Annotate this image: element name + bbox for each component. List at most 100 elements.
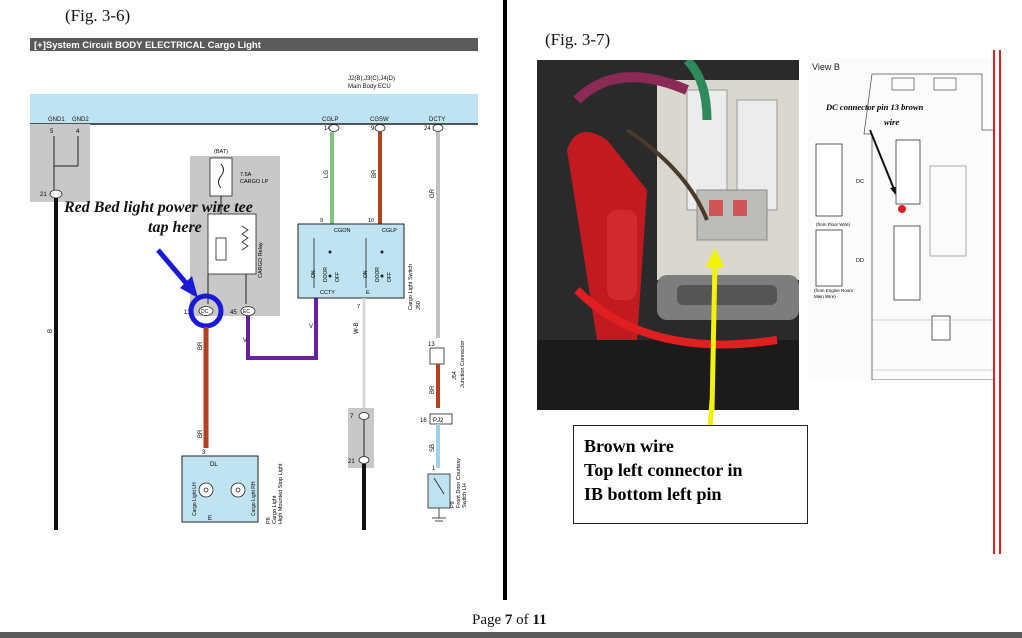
tee-tap-annotation-1: Red Bed light power wire tee (63, 199, 253, 216)
pin5: 5 (50, 129, 54, 135)
wb-pin7: 7 (357, 304, 360, 310)
view-b-annot-1: DC connector pin 13 brown (825, 102, 924, 112)
j54-name: Junction Connector (460, 340, 466, 388)
fuse-name: CARGO LP (240, 179, 269, 185)
light-lh: Cargo Light LH (192, 482, 198, 516)
pin7-g: 7 (350, 414, 354, 420)
pin14b: 14 (324, 126, 331, 132)
cgon-label: CGON (334, 228, 351, 234)
p9-name-1: Front Door Courtesy (456, 458, 462, 508)
relay-label: CARGO Relay (258, 242, 264, 278)
fig-3-7-label: (Fig. 3-7) (545, 30, 611, 49)
view-b-annot-2: wire (884, 117, 899, 127)
ecu-label-2: Main Body ECU (348, 84, 391, 90)
cglp2-label: CGLP (382, 228, 397, 234)
wiring-diagram: [+]System Circuit BODY ELECTRICAL Cargo … (30, 38, 478, 530)
pin-ec-label: EC (243, 309, 250, 315)
view-b-title: View B (812, 62, 840, 72)
pin13: 13 (184, 310, 191, 316)
yellow-arrow-head (705, 248, 725, 268)
p9-id: P9 (450, 501, 456, 508)
page-total: 11 (532, 612, 547, 628)
j50-label: J50 (416, 301, 422, 310)
pin24d: 24 (424, 126, 431, 132)
gr-label: GR (430, 188, 436, 198)
p8-pin3: 3 (202, 450, 206, 456)
diagram-header: [+]System Circuit BODY ELECTRICAL Cargo … (34, 40, 262, 51)
page-prefix: Page (472, 612, 505, 628)
cargo-light-switch (297, 223, 405, 299)
ccty-label: CCTY (320, 290, 335, 296)
brown-wire-annotation: Brown wire Top left connector in IB bott… (573, 425, 808, 524)
v-label-1: V (243, 338, 247, 344)
j54-box (429, 347, 445, 365)
page-of: of (512, 612, 533, 628)
annotation-line-3: IB bottom left pin (584, 484, 722, 504)
dd-connector (893, 225, 921, 301)
gnd2-label: GND2 (72, 117, 89, 123)
from-engine-2: Main Wire) (814, 294, 836, 299)
door-switch-box (427, 473, 451, 509)
connector-photo (537, 60, 799, 410)
sw-on-2: ON (363, 270, 369, 278)
annotation-line-2: Top left connector in (584, 460, 743, 480)
fig-3-6-label: (Fig. 3-6) (65, 6, 131, 25)
red-line-1 (993, 50, 995, 554)
dc-label: DC (856, 179, 864, 185)
sw-door-1: DOOR (323, 267, 329, 282)
gnd1-label: GND1 (48, 117, 65, 123)
pin21-b: 21 (348, 459, 355, 465)
sw-off-1: OFF (335, 272, 341, 282)
floor-wire-connector (815, 143, 843, 217)
p9-name-2: Switch LH (462, 483, 468, 508)
pin21-a: 21 (40, 192, 47, 198)
p8-e-label: E (208, 516, 212, 522)
pin16: 16 (420, 418, 427, 424)
tee-tap-highlight (188, 293, 224, 329)
wb-label: W-B (354, 322, 360, 334)
p8-name-1: Cargo Light (272, 495, 278, 524)
j54-id: J54 (452, 371, 458, 380)
cgsw-label: CGSW (370, 117, 389, 123)
sb-label: SB (430, 444, 436, 452)
from-engine-1: (from Engine Room (814, 288, 853, 293)
page-divider (503, 0, 507, 600)
br-label-1: BR (198, 341, 204, 350)
fuse-amp: 7.5A (240, 172, 252, 178)
p8-id: P8 (266, 517, 272, 524)
annotation-line-1: Brown wire (584, 436, 674, 456)
lg-label: LG (324, 170, 330, 178)
bat-label: (BAT) (214, 149, 228, 155)
cargo-light-box (181, 455, 259, 523)
page-number: 7 (504, 612, 513, 628)
p9-pin1: 1 (432, 466, 436, 472)
br-label-2: BR (198, 429, 204, 438)
sw-door-2: DOOR (375, 267, 381, 282)
cglp-label: CGLP (322, 117, 338, 123)
ecu-label-1: J2(B),J3(C),J4(D) (348, 76, 395, 82)
switch-pin10: 10 (368, 218, 374, 224)
pin9c: 9 (371, 126, 375, 132)
switch-name: Cargo Light Switch (408, 264, 414, 310)
view-b-diagram: View B DC connector pin 13 brown wire DC… (808, 58, 994, 380)
dc-connector (895, 139, 921, 205)
dl-label: DL (210, 462, 218, 468)
red-line-2 (999, 50, 1001, 554)
br-label-4: BR (430, 385, 436, 394)
light-rh: Cargo Light RH (251, 481, 257, 516)
pin-13-marker (898, 205, 906, 213)
sw-off-2: OFF (387, 272, 393, 282)
br-label-3: BR (372, 169, 378, 178)
j54-pin13: 13 (428, 342, 435, 348)
pin4: 4 (76, 129, 80, 135)
pj2-label: PJ2 (433, 418, 444, 424)
b-label: B (48, 329, 54, 333)
bottom-bar (0, 632, 1022, 638)
pin45: 45 (230, 310, 237, 316)
sw-on-1: ON (311, 270, 317, 278)
diagram-header-bar (30, 38, 478, 51)
engine-room-connector (815, 229, 843, 287)
blue-arrow-head (180, 276, 198, 298)
page-indicator: Page 7 of 11 (472, 612, 547, 629)
e-label: E (366, 290, 370, 296)
